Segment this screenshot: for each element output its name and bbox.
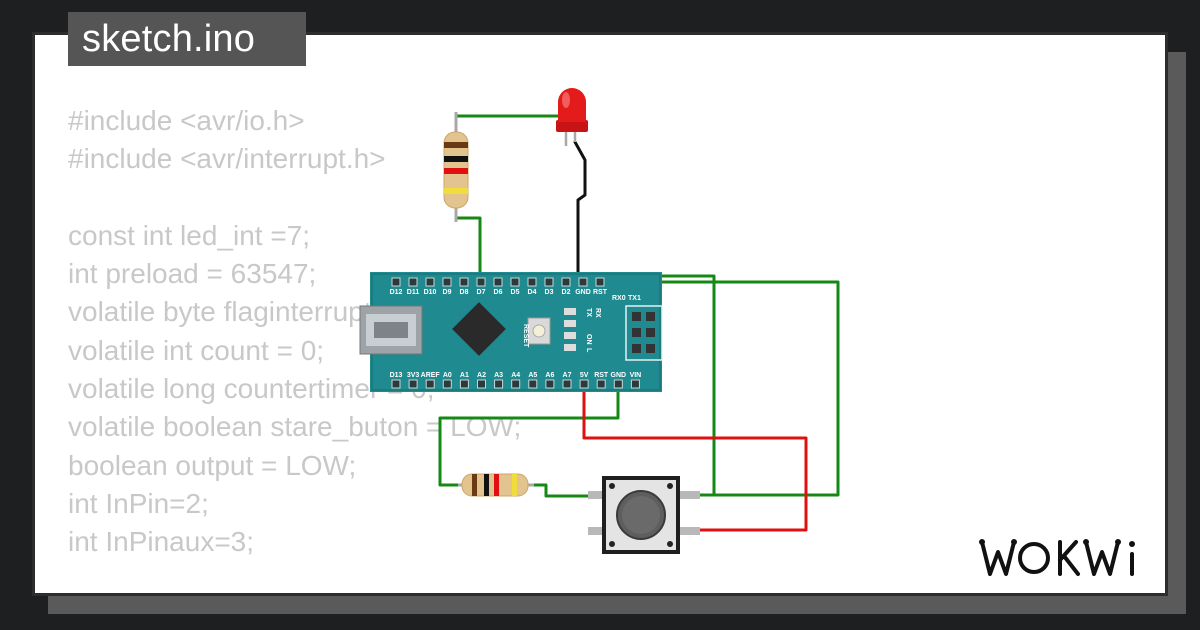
pin-label: VIN — [630, 372, 642, 379]
pin-label: D4 — [528, 289, 537, 296]
pin-label: GND — [575, 289, 591, 296]
pin-label: 3V3 — [407, 372, 420, 379]
pin-label: A4 — [511, 372, 520, 379]
pin-label: D10 — [424, 289, 437, 296]
led-label-l: L — [585, 348, 592, 353]
pin-label: D7 — [477, 289, 486, 296]
pin-a0[interactable] — [442, 379, 452, 389]
wokwi-logo: WOKWi — [976, 530, 1152, 586]
wire-led-gnd — [573, 140, 587, 287]
board-leds: TX RX ON L — [564, 308, 601, 353]
led-label-on: ON — [585, 334, 592, 345]
pin-label: D2 — [562, 289, 571, 296]
pin-label: D6 — [494, 289, 503, 296]
pin-label: 5V — [580, 372, 589, 379]
resistor-icon — [458, 473, 534, 497]
pin-label: AREF — [421, 372, 441, 379]
pin-label: D3 — [545, 289, 554, 296]
file-tab[interactable]: sketch.ino — [68, 12, 306, 66]
usb-connector-icon — [359, 305, 423, 355]
pin-label: GND — [611, 372, 627, 379]
pin-d12[interactable] — [391, 277, 401, 287]
icsp-header — [625, 305, 663, 361]
pin-a5[interactable] — [528, 379, 538, 389]
pushbutton-icon[interactable] — [588, 476, 700, 554]
pin-label: A3 — [494, 372, 503, 379]
header-label-rx0: RX0 — [612, 295, 626, 302]
pin-aref[interactable] — [425, 379, 435, 389]
code-line: volatile boolean stare_buton = LOW; — [68, 411, 522, 443]
pin-a1[interactable] — [459, 379, 469, 389]
led-label-rx: RX — [594, 308, 601, 318]
pin-label: D5 — [511, 289, 520, 296]
pin-label: A7 — [563, 372, 572, 379]
pin-label: D12 — [390, 289, 403, 296]
pin-d8[interactable] — [459, 277, 469, 287]
code-line: const int led_int =7; — [68, 219, 311, 251]
pin-a3[interactable] — [494, 379, 504, 389]
code-line: #include <avr/interrupt.h> — [68, 143, 386, 175]
wire-resistor-button — [528, 483, 604, 498]
led-icon — [556, 88, 588, 146]
pin-d6[interactable] — [493, 277, 503, 287]
code-line: boolean output = LOW; — [68, 449, 357, 481]
resistor-icon — [443, 112, 469, 222]
pin-label: A1 — [460, 372, 469, 379]
pin-gnd[interactable] — [613, 379, 623, 389]
pin-d13[interactable] — [391, 379, 401, 389]
pin-gnd[interactable] — [578, 277, 588, 287]
wire-5v-button — [582, 380, 808, 532]
pin-a4[interactable] — [511, 379, 521, 389]
pin-5v[interactable] — [579, 379, 589, 389]
pin-d4[interactable] — [527, 277, 537, 287]
pin-d3[interactable] — [544, 277, 554, 287]
pin-rst[interactable] — [596, 379, 606, 389]
reset-label: RESET — [522, 324, 529, 348]
wokwi-logo-icon — [979, 539, 1135, 576]
pin-label: RST — [593, 289, 608, 296]
pin-a6[interactable] — [545, 379, 555, 389]
code-line: int InPinaux=3; — [68, 526, 255, 558]
code-line: volatile int count = 0; — [68, 334, 325, 366]
pin-label: A0 — [443, 372, 452, 379]
pin-label: RST — [594, 372, 609, 379]
pin-3v3[interactable] — [408, 379, 418, 389]
reset-button-icon[interactable] — [527, 317, 551, 345]
pin-d11[interactable] — [408, 277, 418, 287]
pin-label: D9 — [443, 289, 452, 296]
header-label-tx1: TX1 — [628, 295, 641, 302]
pin-d9[interactable] — [442, 277, 452, 287]
pin-vin[interactable] — [630, 379, 640, 389]
wire-gnd-resistor — [438, 380, 620, 487]
arduino-nano-board: RESET TX RX ON L RX0 TX1 D12 D11 D10 D9 D8 D7… — [359, 272, 663, 392]
code-line: int InPin=2; — [68, 487, 209, 519]
pin-label: D13 — [390, 372, 403, 379]
pin-rst[interactable] — [595, 277, 605, 287]
pin-d10[interactable] — [425, 277, 435, 287]
chip-icon — [452, 302, 506, 356]
pin-d2[interactable] — [561, 277, 571, 287]
pin-d5[interactable] — [510, 277, 520, 287]
pin-d7[interactable] — [476, 277, 486, 287]
pin-label: D8 — [460, 289, 469, 296]
led-label-tx: TX — [585, 308, 592, 317]
pin-a7[interactable] — [562, 379, 572, 389]
wire-resistor-led — [454, 114, 568, 132]
pin-label: A2 — [477, 372, 486, 379]
pin-label: A5 — [528, 372, 537, 379]
pin-label: A6 — [545, 372, 554, 379]
code-line: #include <avr/io.h> — [68, 105, 305, 136]
code-line: int preload = 63547; — [68, 258, 317, 290]
pin-a2[interactable] — [477, 379, 486, 389]
pin-label: D11 — [407, 289, 420, 296]
